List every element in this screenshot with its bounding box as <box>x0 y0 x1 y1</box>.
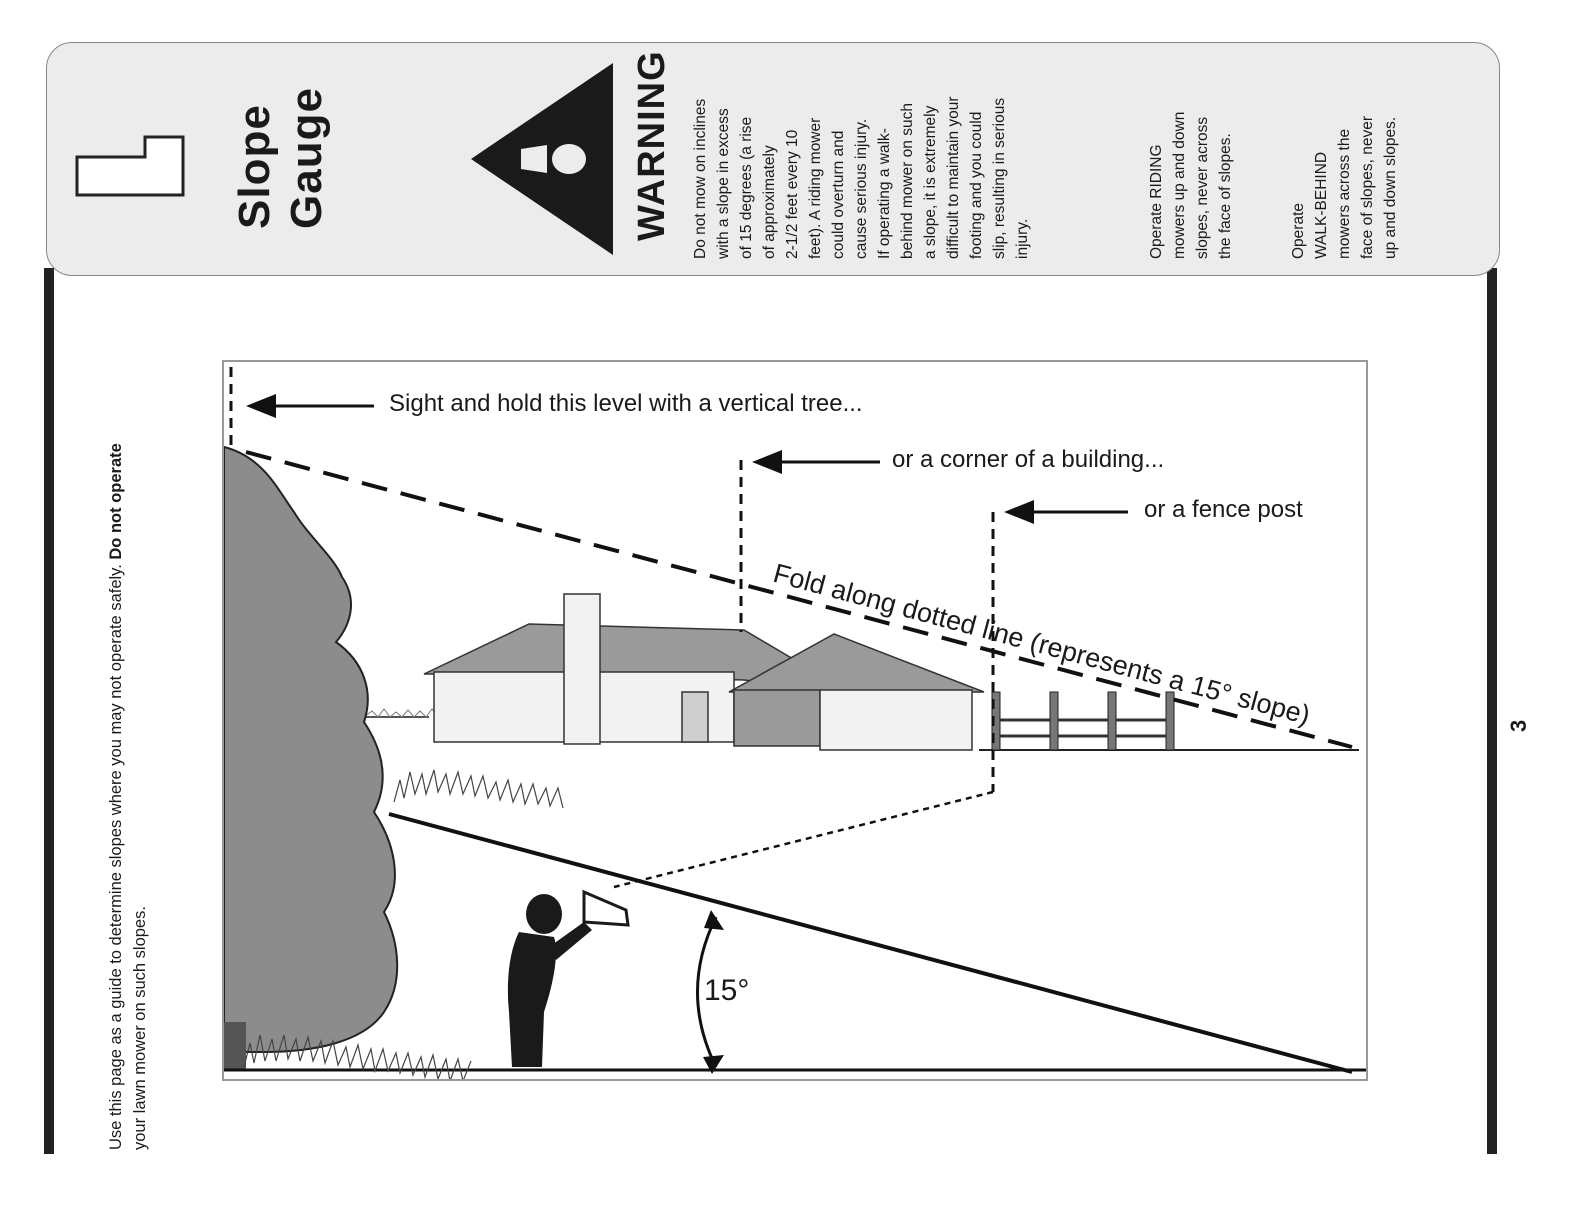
angle-arrow-bottom-icon <box>703 1055 724 1074</box>
warning-paragraph-2: Operate RIDING mowers up and down slopes… <box>1148 111 1234 259</box>
angle-arc <box>696 916 718 1068</box>
label-angle: 15° <box>704 974 750 1007</box>
label-tree: Sight and hold this level with a vertica… <box>389 390 863 417</box>
label-fence-post: or a fence post <box>1144 496 1303 523</box>
page-number: 3 <box>1506 719 1531 732</box>
fence-illustration <box>991 691 1175 751</box>
person-silhouette <box>507 889 630 1067</box>
slope-illustration <box>224 367 1366 1079</box>
warning-paragraph-1: Do not mow on inclines with a slope in e… <box>692 96 1031 259</box>
house-illustration <box>423 593 985 751</box>
angle-arrow-top-icon <box>704 910 724 930</box>
tree-trunk <box>224 1022 246 1070</box>
slope-ground-line <box>388 812 1353 1074</box>
left-margin-rule <box>44 268 54 1154</box>
slope-gauge-figure: Sight and hold this level with a vertica… <box>222 360 1368 1081</box>
warning-heading: WARNING <box>631 50 673 241</box>
slope-grass <box>393 769 564 809</box>
bottom-grass <box>243 1034 472 1079</box>
distant-grass <box>363 708 439 718</box>
warning-paragraph-3: Operate WALK-BEHIND mowers across the fa… <box>1290 115 1399 259</box>
tree-illustration <box>224 445 399 1064</box>
header-panel: Slope Gauge WARNING Do not mow on inclin… <box>46 42 1500 276</box>
right-margin-rule <box>1487 268 1497 1154</box>
fold-dotted-line <box>245 450 1353 749</box>
warning-triangle-icon <box>471 63 613 255</box>
label-building: or a corner of a building... <box>892 446 1165 473</box>
intro-bold: Do not operate <box>107 443 125 560</box>
sight-line-to-gauge <box>613 790 994 889</box>
intro-text: Use this page as a guide to determine sl… <box>107 443 149 1150</box>
arrow-to-building-icon <box>752 450 880 474</box>
page-title: Slope Gauge <box>230 87 331 229</box>
arrow-to-tree-icon <box>246 394 374 418</box>
section-number-icon <box>75 135 185 197</box>
arrow-to-post-icon <box>1004 500 1128 524</box>
